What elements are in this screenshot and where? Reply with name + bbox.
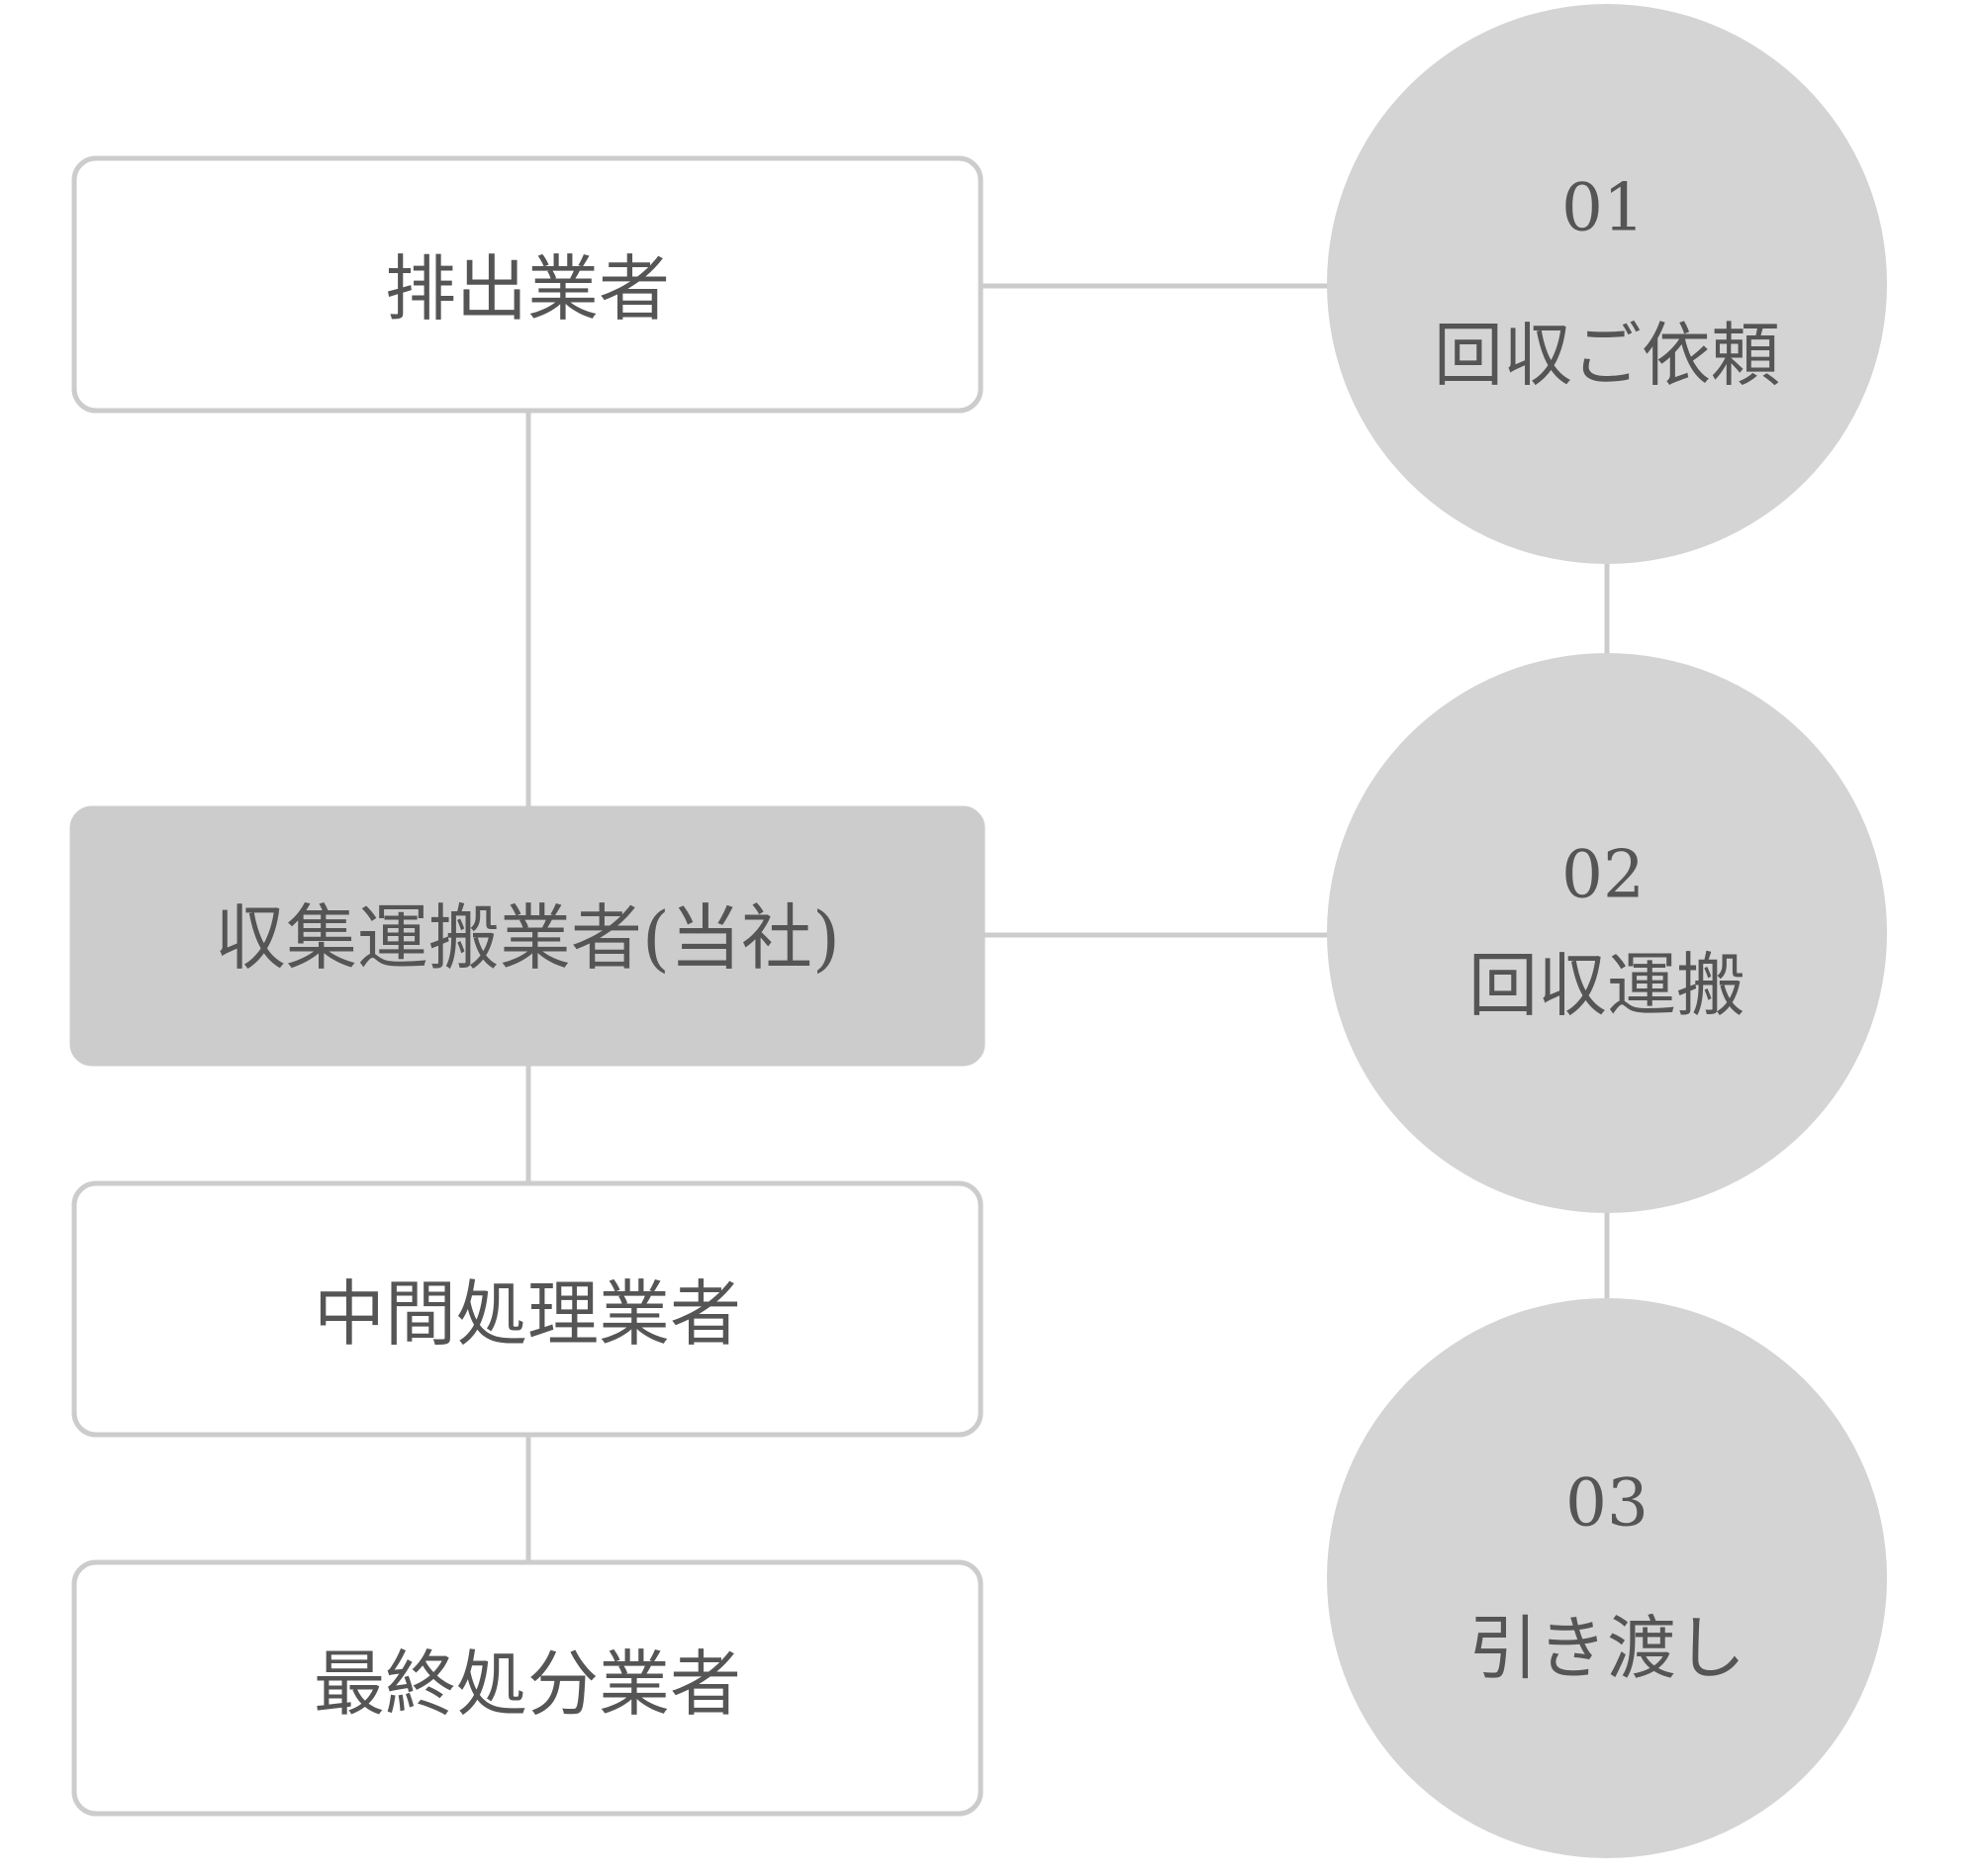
party-box-collector-transporter: 収集運搬業者(当社) — [69, 805, 986, 1067]
step-number: 03 — [1565, 1465, 1649, 1542]
step-circle-1: 01 回収ご依頼 — [1327, 4, 1887, 564]
step-number: 02 — [1561, 837, 1645, 913]
step-number: 01 — [1561, 170, 1645, 246]
party-label: 中間処理業者 — [314, 1272, 741, 1356]
party-box-final-disposal: 最終処分業者 — [71, 1559, 984, 1817]
party-label: 排出業者 — [385, 247, 670, 330]
step-label: 回収運搬 — [1468, 945, 1745, 1026]
step-label: 回収ご依頼 — [1434, 315, 1780, 396]
party-box-intermediate-processor: 中間処理業者 — [71, 1180, 984, 1438]
step-circle-2: 02 回収運搬 — [1327, 653, 1887, 1213]
step-label: 引き渡し — [1468, 1608, 1745, 1689]
step-circle-3: 03 引き渡し — [1327, 1298, 1887, 1858]
party-label: 最終処分業者 — [314, 1642, 741, 1726]
party-label: 収集運搬業者(当社) — [215, 896, 840, 980]
party-box-emitter: 排出業者 — [71, 155, 984, 414]
